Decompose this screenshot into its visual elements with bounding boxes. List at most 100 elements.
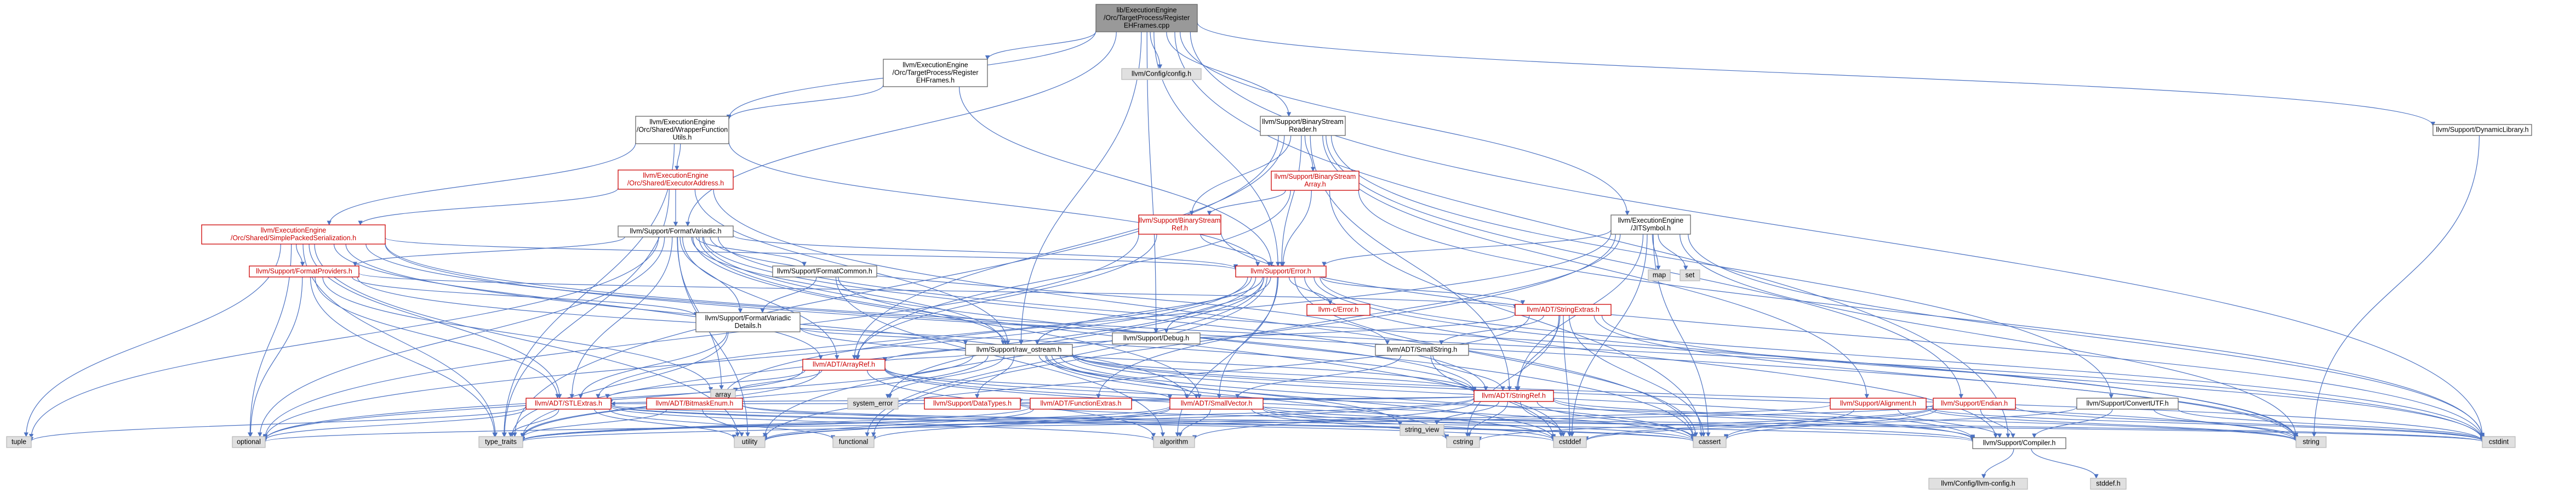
- node-strref-h[interactable]: llvm/ADT/StringRef.h: [1473, 390, 1554, 402]
- node-config-h[interactable]: llvm/Config/config.h: [1121, 68, 1202, 80]
- dependency-edge-jitsym_h-cstdint: [1688, 234, 2485, 439]
- node-strext-h[interactable]: llvm/ADT/StringExtras.h: [1515, 304, 1612, 316]
- dependency-edge-rawos_h-smallvec_h: [1038, 355, 1199, 399]
- node-functional[interactable]: functional: [832, 436, 875, 448]
- node-jitsym-h[interactable]: llvm/ExecutionEngine/JITSymbol.h: [1610, 214, 1691, 235]
- node-arrayref-h[interactable]: llvm/ADT/ArrayRef.h: [802, 359, 886, 371]
- dependency-edge-bsr_h-bsref_h: [1189, 135, 1292, 216]
- dependency-edge-arrayref_h-stlext_h: [605, 370, 806, 399]
- node-exaddr-h[interactable]: llvm/ExecutionEngine/Orc/Shared/Executor…: [618, 169, 734, 190]
- dependency-edge-fmtv_h-fmtprov_h: [352, 236, 625, 267]
- node-label-line: llvm/Support/Alignment.h: [1840, 399, 1916, 407]
- dependency-edge-strext_h-cassert: [1569, 315, 1706, 437]
- node-label-line: cstddef: [1559, 438, 1581, 445]
- dependency-edge-strref_h-cstring: [1466, 401, 1509, 437]
- node-string-view[interactable]: string_view: [1400, 424, 1444, 436]
- dependency-edge-smallvec_h-compiler_h: [1263, 405, 1975, 442]
- dependency-edge-bsa_h-cstdint: [1358, 190, 2485, 439]
- node-label-line: map: [1653, 271, 1666, 279]
- node-convutf-h[interactable]: llvm/Support/ConvertUTF.h: [2076, 398, 2179, 410]
- dependency-edge-strext_h-strref_h: [1515, 315, 1561, 391]
- node-compiler-h[interactable]: llvm/Support/Compiler.h: [1972, 437, 2066, 449]
- dependency-edge-error_h-string: [1313, 276, 2299, 440]
- node-llvmcfg-h[interactable]: llvm/Config/llvm-config.h: [1928, 478, 2028, 490]
- node-wfu-h[interactable]: llvm/ExecutionEngine/Orc/Shared/WrapperF…: [635, 116, 729, 144]
- node-label-line: llvm/ADT/STLExtras.h: [535, 399, 602, 407]
- node-cstring[interactable]: cstring: [1446, 436, 1480, 448]
- node-string[interactable]: string: [2295, 436, 2327, 448]
- node-funcext-h[interactable]: llvm/ADT/FunctionExtras.h: [1030, 398, 1132, 410]
- dependency-edge-strref_h-string_view: [1434, 401, 1500, 425]
- node-box: [1400, 424, 1444, 436]
- node-endian-h[interactable]: llvm/Support/Endian.h: [1933, 398, 2016, 410]
- dependency-edge-endian_h-cstddef: [1584, 407, 1934, 442]
- dependency-edge-strext_h-string: [1593, 315, 2299, 440]
- node-root[interactable]: lib/ExecutionEngine/Orc/TargetProcess/Re…: [1095, 4, 1198, 32]
- node-set[interactable]: set: [1680, 269, 1700, 281]
- node-error-h[interactable]: llvm/Support/Error.h: [1235, 265, 1327, 278]
- node-box: [1271, 171, 1360, 191]
- node-cstddef[interactable]: cstddef: [1553, 436, 1587, 448]
- node-align-h[interactable]: llvm/Support/Alignment.h: [1830, 398, 1927, 410]
- node-label-line: llvm/Support/DataTypes.h: [933, 399, 1012, 407]
- node-fmtcommon-h[interactable]: llvm/Support/FormatCommon.h: [772, 265, 877, 278]
- dependency-edge-wfu_h-error_h: [728, 141, 1260, 267]
- node-cerror-h[interactable]: llvm-c/Error.h: [1306, 304, 1370, 316]
- node-sps-h[interactable]: llvm/ExecutionEngine/Orc/Shared/SimplePa…: [201, 224, 386, 245]
- node-algorithm[interactable]: algorithm: [1153, 436, 1195, 448]
- node-smallvec-h[interactable]: llvm/ADT/SmallVector.h: [1169, 398, 1264, 410]
- dependency-edge-root-dynlib_h: [1197, 22, 2436, 127]
- node-cstdint[interactable]: cstdint: [2482, 436, 2516, 448]
- dependency-edge-wfu_h-type_traits: [501, 143, 675, 437]
- node-array[interactable]: array: [710, 389, 736, 401]
- node-label-line: llvm/ExecutionEngine: [903, 61, 968, 69]
- node-label-line: llvm/ADT/SmallString.h: [1387, 346, 1458, 353]
- dependency-edge-fmtprov_h-stlext_h: [315, 276, 560, 399]
- node-box: [1972, 437, 2066, 449]
- dependency-edge-strext_h-utility: [762, 315, 1530, 440]
- node-box: [1030, 398, 1132, 410]
- node-fmtv-h[interactable]: llvm/Support/FormatVariadic.h: [618, 225, 734, 237]
- dependency-edge-jitsym_h-string: [1680, 234, 2299, 438]
- dependency-edge-sps_h-string: [385, 244, 2299, 442]
- node-smallstr-h[interactable]: llvm/ADT/SmallString.h: [1375, 344, 1469, 356]
- node-datatypes-h[interactable]: llvm/Support/DataTypes.h: [924, 398, 1021, 410]
- dependency-edge-fvdetails_h-stlext_h: [578, 331, 727, 399]
- dependency-edge-bsa_h-arrayref_h: [855, 190, 1291, 360]
- node-bmenum-h[interactable]: llvm/ADT/BitmaskEnum.h: [646, 398, 743, 410]
- node-cassert[interactable]: cassert: [1693, 436, 1727, 448]
- node-label-line: llvm/ExecutionEngine: [649, 118, 715, 126]
- node-optional[interactable]: optional: [232, 436, 266, 448]
- node-sysmerr[interactable]: system_error: [847, 398, 899, 410]
- node-utility[interactable]: utility: [734, 436, 766, 448]
- dependency-edge-arrayref_h-compiler_h: [884, 367, 1975, 441]
- node-map[interactable]: map: [1648, 269, 1671, 281]
- node-rawos-h[interactable]: llvm/Support/raw_ostream.h: [965, 344, 1073, 356]
- node-tuple[interactable]: tuple: [6, 436, 32, 448]
- dependency-edge-bmenum_h-type_traits: [520, 409, 667, 438]
- dependency-edge-fmtv_h-string: [718, 236, 2299, 441]
- node-label-line: llvm/ExecutionEngine: [643, 172, 709, 179]
- node-box: [802, 359, 886, 371]
- dependency-edge-error_h-debug_h: [1164, 276, 1271, 333]
- node-stddef-h[interactable]: stddef.h: [2090, 478, 2127, 490]
- node-label-line: stddef.h: [2096, 479, 2121, 487]
- node-label-line: Array.h: [1304, 180, 1326, 188]
- dependency-edge-bsr_h-type_traits: [512, 135, 1279, 437]
- dependency-edge-rawos_h-arrayref_h: [882, 354, 966, 362]
- node-stlext-h[interactable]: llvm/ADT/STLExtras.h: [526, 398, 612, 410]
- node-box: [1553, 436, 1587, 448]
- dependency-edge-endian_h-type_traits: [521, 404, 1934, 442]
- node-dynlib-h[interactable]: llvm/Support/DynamicLibrary.h: [2432, 124, 2532, 136]
- node-box: [249, 265, 359, 278]
- node-label-line: cassert: [1699, 438, 1721, 445]
- node-reg-h[interactable]: llvm/ExecutionEngine/Orc/TargetProcess/R…: [883, 59, 988, 87]
- node-debug-h[interactable]: llvm/Support/Debug.h: [1112, 332, 1201, 344]
- node-fmtprov-h[interactable]: llvm/Support/FormatProviders.h: [249, 265, 359, 278]
- node-type-traits[interactable]: type_traits: [478, 436, 523, 448]
